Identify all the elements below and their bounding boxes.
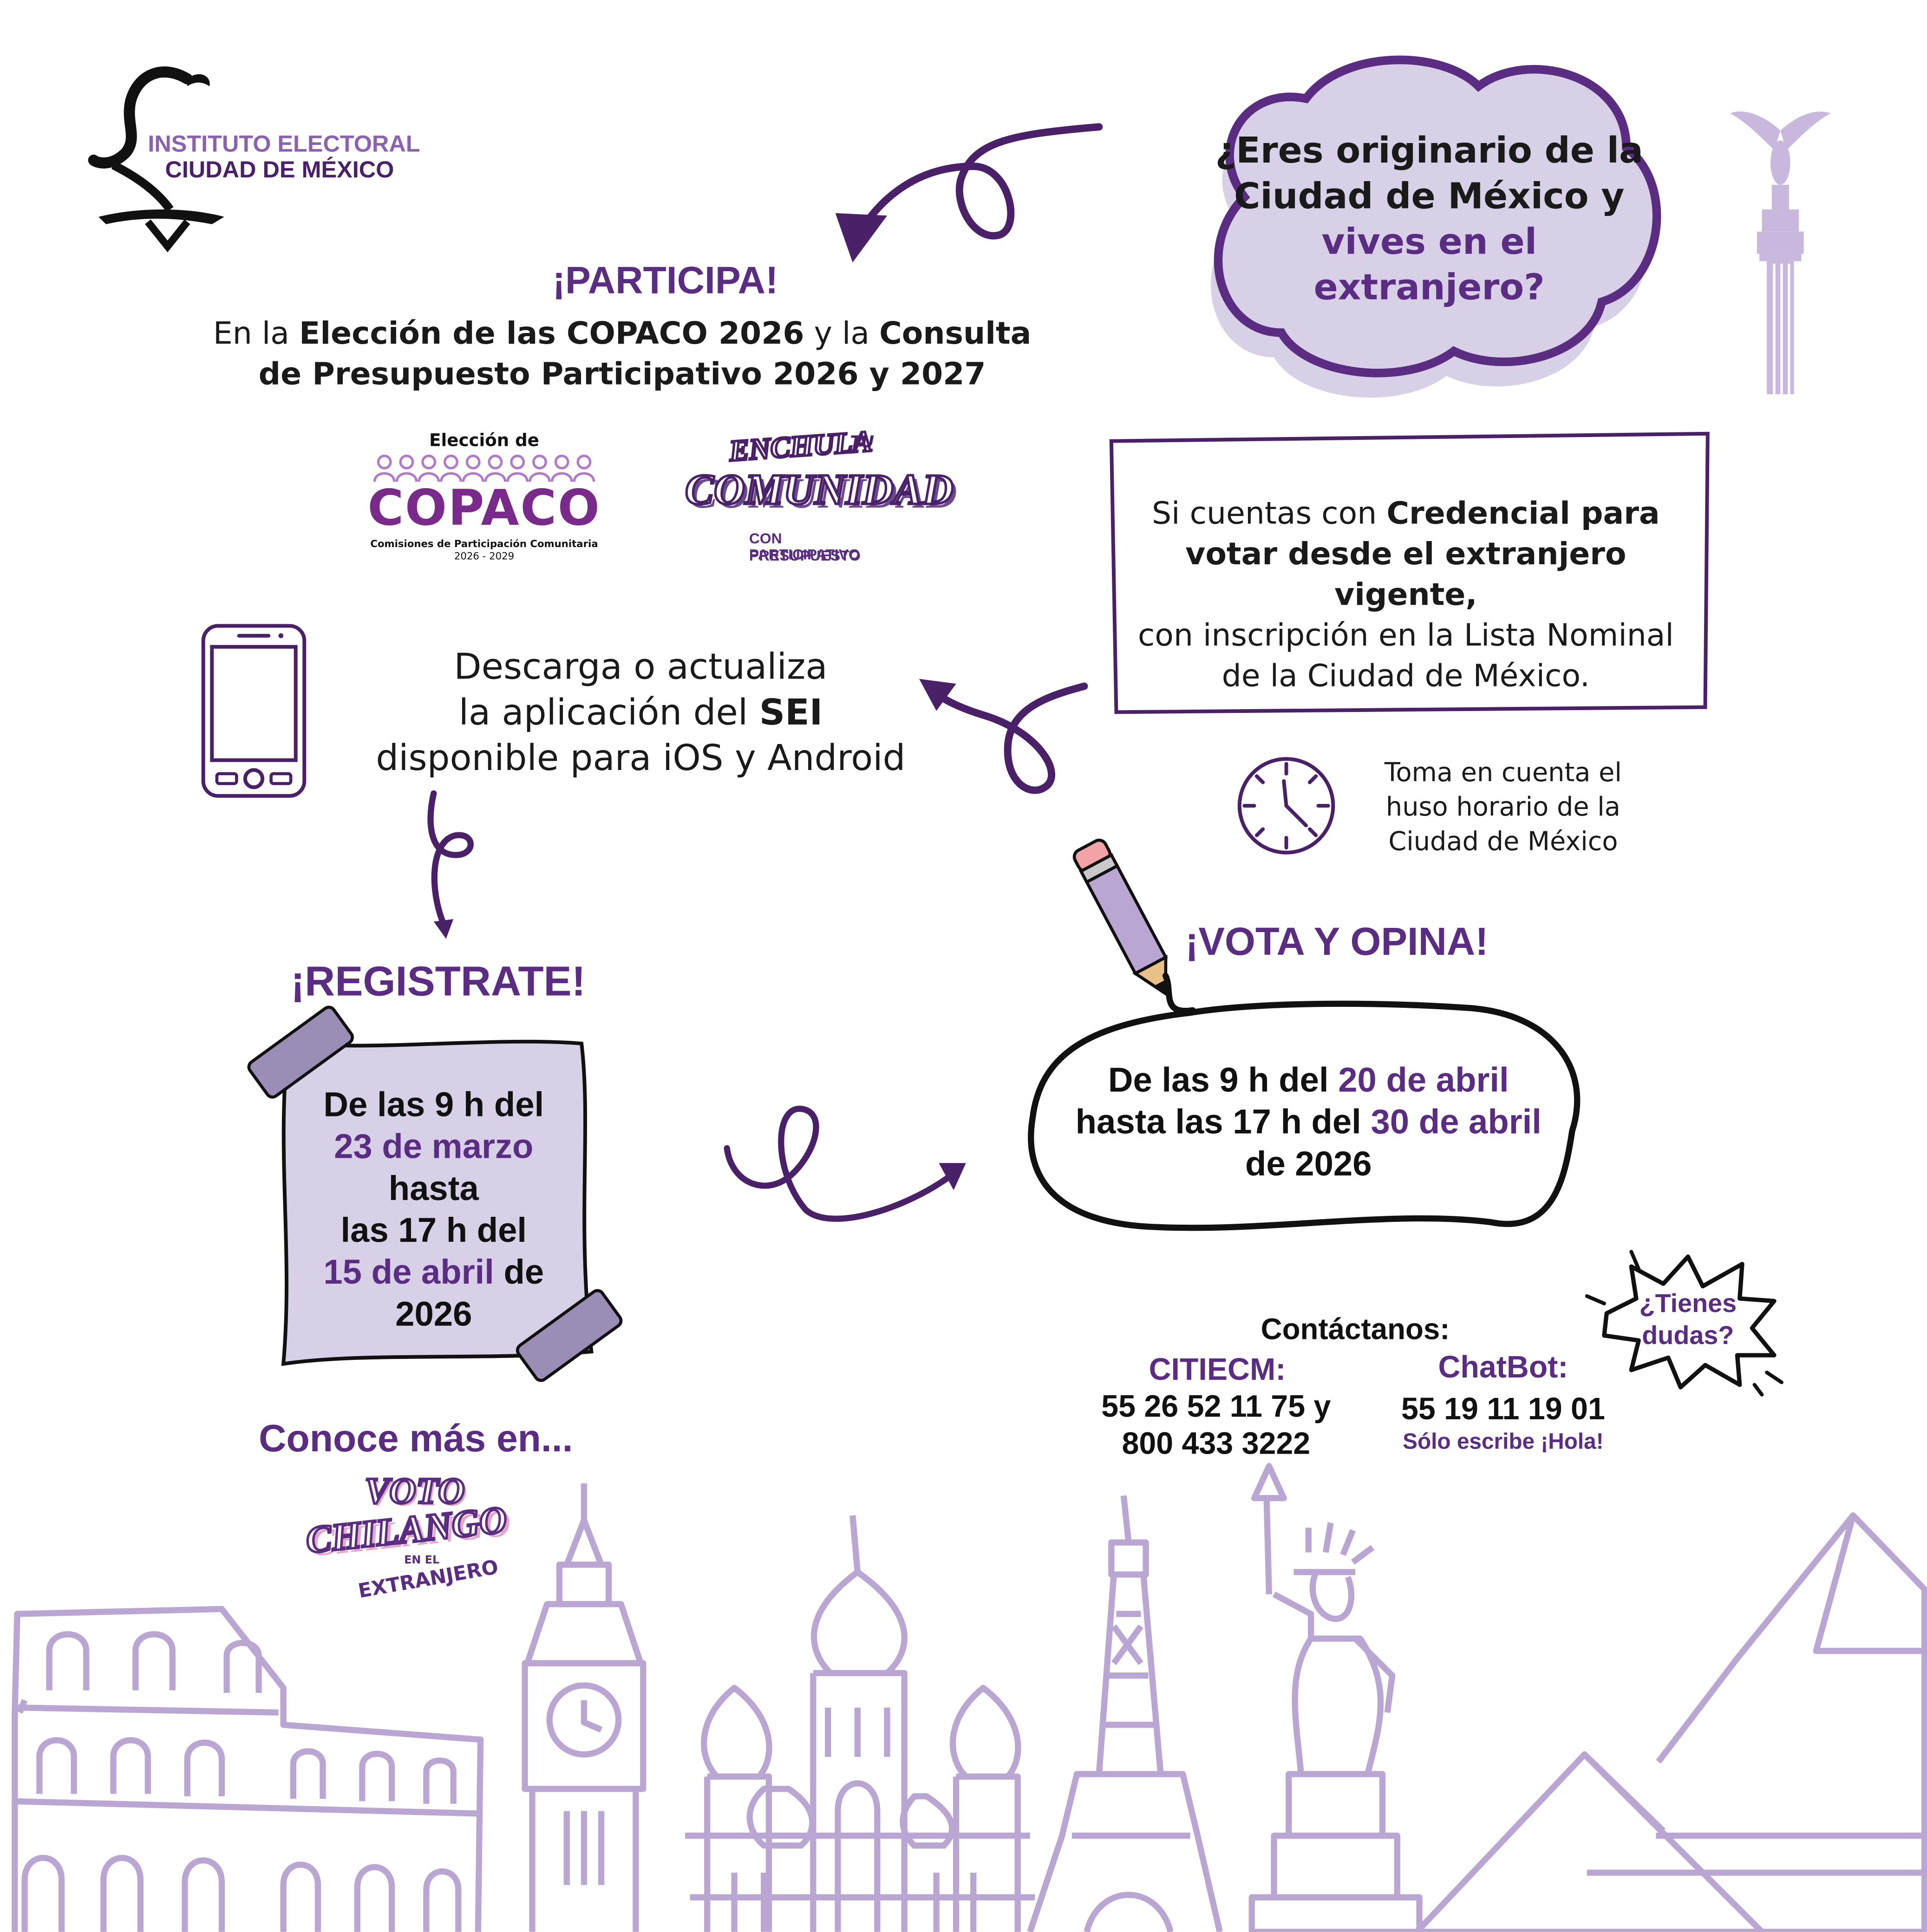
- cloud-line4: extranjero?: [1313, 266, 1545, 308]
- cloud-line2: Ciudad de México y: [1234, 175, 1625, 217]
- contact-citi-1[interactable]: 55 26 52 11 75 y: [1101, 1390, 1331, 1424]
- enchula-logo: ENCHULA TU COMUNIDAD CON PRESUPUESTO PAR…: [684, 425, 954, 574]
- curly-arrow-icon: [427, 790, 474, 939]
- vote-title: ¡VOTA Y OPINA!: [1185, 919, 1489, 964]
- reg-l5a: 15 de abril: [323, 1253, 494, 1292]
- contact-title: Contáctanos:: [1261, 1313, 1450, 1347]
- people-row-icon: [373, 454, 595, 482]
- cloud-line1: ¿Eres originario de la: [1215, 129, 1643, 171]
- copaco-sub: Comisiones de Participación Comunitaria: [370, 538, 598, 550]
- app-line1: Descarga o actualiza: [454, 646, 828, 688]
- smartphone-icon: [201, 624, 307, 798]
- clock-icon: [1237, 757, 1335, 855]
- contact-citi-2[interactable]: 800 433 3222: [1122, 1426, 1311, 1462]
- vote-l1a: De las 9 h del: [1108, 1061, 1339, 1099]
- reg-line4: las 17 h del: [340, 1211, 527, 1249]
- copaco-top: Elección de: [429, 431, 539, 451]
- enchula-sub1: CON PRESUPUESTO: [749, 529, 861, 564]
- tz-line3: Ciudad de México: [1388, 827, 1618, 856]
- register-note-paper: [247, 1005, 623, 1382]
- enchula-main: COMUNIDAD: [684, 464, 954, 515]
- doubts-burst: [1585, 1250, 1783, 1397]
- statue-of-liberty-icon: [1248, 1463, 1423, 1932]
- enchula-tu: TU: [850, 433, 874, 452]
- register-title: ¡REGISTRATE!: [291, 958, 586, 1005]
- copaco-years: 2026 - 2029: [454, 550, 515, 562]
- curly-arrow-icon: [724, 1105, 966, 1222]
- cred-l1a: Si cuentas con: [1151, 495, 1387, 531]
- participa-l1a: En la: [213, 315, 300, 352]
- reg-line3: hasta: [388, 1169, 479, 1208]
- voto-chilango-logo[interactable]: VOTO CHILANGO EN EL EXTRANJERO: [300, 1470, 523, 1606]
- pyramid-icon: [1414, 1512, 1927, 1932]
- doubts-line2: dudas?: [1642, 1322, 1734, 1351]
- doubts-text: ¿Tienes dudas?: [1614, 1289, 1762, 1353]
- vote-line2: hasta las 17 h del 30 de abril: [1038, 1102, 1580, 1143]
- app-line2: la aplicación del SEI: [333, 690, 948, 736]
- bird-emblem-icon: [88, 66, 224, 253]
- cred-line4: de la Ciudad de México.: [1222, 658, 1590, 694]
- reg-l5b: de: [494, 1253, 544, 1292]
- participa-text: En la Elección de las COPACO 2026 y la C…: [185, 313, 1059, 394]
- cloud-shadow: [1210, 55, 1661, 398]
- logo-line1: INSTITUTO ELECTORAL: [148, 131, 420, 158]
- timezone-text: Toma en cuenta el huso horario de la Ciu…: [1353, 755, 1653, 859]
- vote-line3: de 2026: [1245, 1144, 1372, 1183]
- vote-l2a: hasta las 17 h del: [1075, 1103, 1371, 1141]
- vote-l1b: 20 de abril: [1338, 1061, 1509, 1099]
- app-line3: disponible para iOS y Android: [376, 737, 906, 779]
- tz-line1: Toma en cuenta el: [1384, 757, 1622, 788]
- vc-l3: EN EL: [404, 1554, 440, 1567]
- curly-arrow-icon: [835, 123, 1103, 263]
- reg-line6: 2026: [395, 1295, 472, 1333]
- contact-chat-label: ChatBot:: [1438, 1350, 1568, 1385]
- participa-l1c: y la: [804, 315, 880, 352]
- colosseum-icon: [12, 1606, 484, 1932]
- skyline: [12, 1463, 1927, 1932]
- pencil-icon: [1072, 838, 1196, 1014]
- participa-line2: de Presupuesto Participativo 2026 y 2027: [258, 356, 986, 392]
- vote-bubble: [1028, 1000, 1581, 1231]
- vc-l1: VOTO: [364, 1470, 466, 1513]
- contact-chat-num[interactable]: 55 19 11 19 01: [1401, 1392, 1605, 1427]
- participa-title: ¡PARTICIPA!: [552, 259, 778, 302]
- app-l2a: la aplicación del: [458, 691, 759, 733]
- participa-line1: En la Elección de las COPACO 2026 y la C…: [185, 313, 1059, 354]
- reg-line5: 15 de abril de: [286, 1252, 581, 1293]
- logo-line2: CIUDAD DE MÉXICO: [165, 157, 394, 184]
- credential-text: Si cuentas con Credencial para votar des…: [1111, 493, 1700, 696]
- credential-box-frame: [1109, 431, 1710, 714]
- curly-arrow-icon: [919, 679, 1088, 794]
- participa-l1b: Elección de las COPACO 2026: [299, 315, 804, 352]
- register-text: De las 9 h del 23 de marzo hasta las 17 …: [286, 1084, 581, 1335]
- cred-l1b: Credencial para: [1386, 495, 1660, 531]
- contact-chat-note: Sólo escribe ¡Hola!: [1403, 1429, 1604, 1454]
- angel-independence-icon: [1730, 111, 1831, 394]
- tz-line2: huso horario de la: [1385, 792, 1620, 822]
- copaco-name: COPACO: [367, 480, 601, 537]
- cred-line1: Si cuentas con Credencial para: [1111, 493, 1700, 534]
- vote-line1: De las 9 h del 20 de abril: [1038, 1059, 1580, 1101]
- app-text: Descarga o actualiza la aplicación del S…: [333, 644, 948, 781]
- reg-line1: De las 9 h del: [323, 1085, 544, 1124]
- participa-l1d: Consulta: [879, 315, 1032, 352]
- doubts-line1: ¿Tienes: [1639, 1290, 1737, 1318]
- eiffel-tower-icon: [1027, 1495, 1223, 1932]
- vote-l2b: 30 de abril: [1371, 1103, 1542, 1141]
- vote-text: De las 9 h del 20 de abril hasta las 17 …: [1038, 1059, 1580, 1185]
- big-ben-icon: [522, 1483, 647, 1932]
- cred-line3: con inscripción en la Lista Nominal: [1137, 617, 1674, 653]
- saint-basil-icon: [685, 1515, 1035, 1932]
- cred-line2: votar desde el extranjero vigente,: [1185, 535, 1627, 613]
- contact-citi-label: CITIECM:: [1149, 1352, 1286, 1388]
- cloud-question-text: ¿Eres originario de la Ciudad de México …: [1183, 128, 1676, 311]
- more-title: Conoce más en...: [259, 1416, 573, 1460]
- reg-line2: 23 de marzo: [334, 1127, 534, 1166]
- cloud-line3: vives en el: [1321, 220, 1537, 263]
- enchula-sub2: PARTICIPATIVO: [749, 546, 860, 563]
- app-l2b: SEI: [759, 691, 823, 733]
